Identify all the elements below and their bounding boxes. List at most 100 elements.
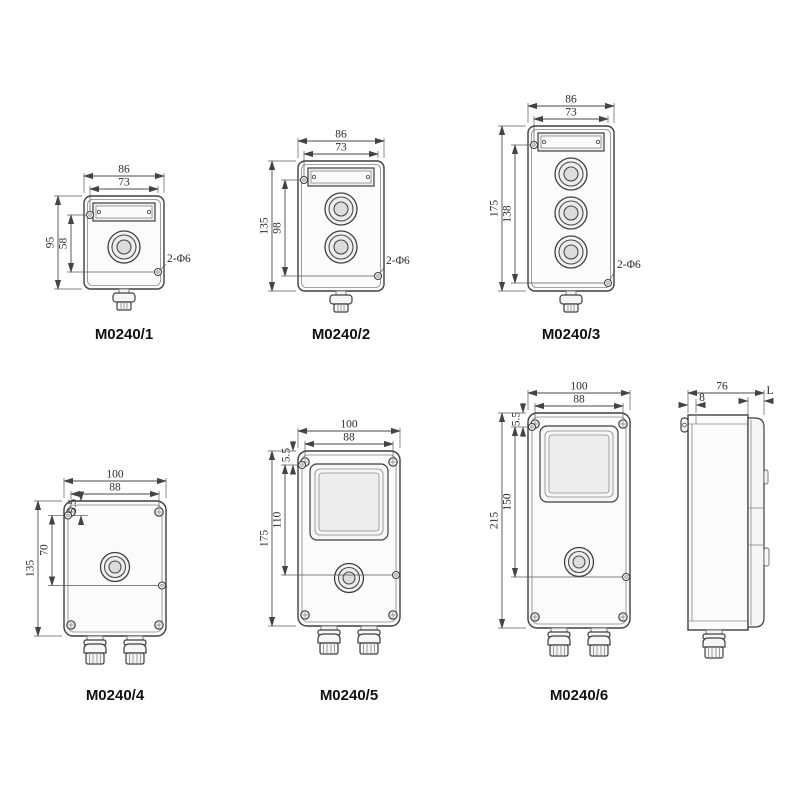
mounting-keyhole-top-left bbox=[529, 140, 539, 150]
model-label: M0240/3 bbox=[542, 326, 600, 343]
cable-gland bbox=[357, 625, 381, 655]
mounting-keyhole-top-left bbox=[297, 460, 307, 470]
dim-step: 8 bbox=[699, 392, 705, 404]
cable-gland bbox=[123, 635, 147, 665]
view-m0240-2: 86 73 135 98 2-Φ6 M0240/2 bbox=[259, 129, 410, 344]
dim-overall-width: 100 bbox=[106, 469, 124, 481]
corner-screw bbox=[388, 610, 398, 620]
side-mounting-hole bbox=[682, 422, 687, 428]
inspection-window bbox=[309, 463, 389, 541]
dimensions: 86 73 135 98 2-Φ6 bbox=[259, 129, 410, 292]
dim-hole-span-width: 73 bbox=[118, 177, 130, 189]
side-body bbox=[687, 414, 749, 631]
view-m0240-3: 86 73 175 138 2-Φ6 M0240/3 bbox=[489, 94, 641, 344]
dim-ear-offset: 5.5 bbox=[281, 448, 293, 463]
dim-overall-width: 100 bbox=[570, 381, 588, 393]
dim-hole-span-width: 73 bbox=[565, 107, 577, 119]
dim-overall-height: 95 bbox=[45, 237, 57, 249]
dim-hole-span-height: 150 bbox=[502, 493, 514, 511]
push-button bbox=[324, 230, 358, 264]
push-button bbox=[99, 551, 131, 583]
dim-overall-width: 86 bbox=[335, 129, 347, 141]
cable-gland bbox=[83, 635, 107, 665]
mounting-keyhole-right bbox=[621, 572, 631, 582]
enclosure-inner-edge bbox=[67, 504, 163, 633]
dim-hole-span-height: 70 bbox=[39, 544, 51, 556]
dimensions: 86 73 95 58 2-Φ6 bbox=[45, 164, 191, 290]
mounting-keyhole-top-left bbox=[299, 175, 309, 185]
view-m0240-1: 86 73 95 58 2-Φ6 M0240/1 bbox=[45, 164, 191, 344]
inspection-window bbox=[539, 425, 619, 503]
push-button bbox=[333, 562, 365, 594]
view-side: 76 8 L bbox=[678, 381, 774, 659]
push-button bbox=[324, 192, 358, 226]
dim-overall-height: 215 bbox=[489, 512, 501, 530]
dim-hole-span-height: 98 bbox=[272, 222, 284, 234]
cable-gland bbox=[559, 290, 583, 313]
nameplate-screw bbox=[541, 139, 547, 145]
dim-overall-height: 135 bbox=[259, 217, 271, 235]
dim-mounting-holes: 2-Φ6 bbox=[167, 253, 191, 265]
model-label: M0240/2 bbox=[312, 326, 370, 343]
push-button bbox=[554, 235, 588, 269]
cable-gland bbox=[317, 625, 341, 655]
dimensions: 100 88 5.5 215 150 bbox=[489, 381, 631, 629]
dim-overall-height: 175 bbox=[489, 200, 501, 218]
corner-screw bbox=[66, 620, 76, 630]
model-label: M0240/4 bbox=[86, 687, 145, 704]
dim-mounting-holes: 2-Φ6 bbox=[386, 255, 410, 267]
mounting-keyhole-bottom-right bbox=[603, 278, 613, 288]
corner-screw bbox=[618, 419, 628, 429]
mounting-keyhole-top-left bbox=[527, 422, 537, 432]
nameplate-screw bbox=[96, 209, 102, 215]
dimensions: 76 8 L bbox=[678, 381, 774, 416]
view-m0240-4: 100 88 5.5 135 70 M0240/4 bbox=[25, 469, 167, 704]
push-button bbox=[554, 157, 588, 191]
dim-overall-width: 86 bbox=[565, 94, 577, 106]
dim-overall-depth: 76 bbox=[716, 381, 728, 393]
dim-hole-span-width: 88 bbox=[343, 432, 355, 444]
push-button bbox=[563, 546, 595, 578]
corner-screw bbox=[530, 612, 540, 622]
enclosure-inner-edge bbox=[301, 454, 397, 623]
cable-gland bbox=[329, 290, 353, 313]
push-button bbox=[107, 230, 141, 264]
dim-hole-span-height: 110 bbox=[272, 511, 284, 528]
corner-screw bbox=[154, 507, 164, 517]
dim-overall-height: 135 bbox=[25, 560, 37, 578]
enclosure-inner-edge bbox=[87, 199, 161, 286]
dim-overall-height: 175 bbox=[259, 530, 271, 548]
model-label: M0240/6 bbox=[550, 687, 608, 704]
side-clip bbox=[763, 547, 770, 567]
side-lid bbox=[747, 417, 765, 628]
dim-overall-width: 86 bbox=[118, 164, 130, 176]
enclosure-inner-edge bbox=[531, 129, 611, 288]
nameplate bbox=[307, 167, 375, 187]
dimensions: 86 73 175 138 2-Φ6 bbox=[489, 94, 641, 292]
dim-hole-span-width: 88 bbox=[573, 394, 585, 406]
view-m0240-6: 100 88 5.5 215 150 M0240/6 bbox=[489, 381, 631, 704]
nameplate bbox=[537, 132, 605, 152]
dim-hole-span-height: 58 bbox=[58, 238, 70, 250]
mounting-keyhole-right bbox=[391, 570, 401, 580]
dim-overall-width: 100 bbox=[340, 419, 358, 431]
corner-screw bbox=[388, 457, 398, 467]
dim-ear-offset: 5.5 bbox=[511, 412, 523, 427]
nameplate-screw bbox=[595, 139, 601, 145]
dim-hole-span-height: 138 bbox=[502, 205, 514, 223]
push-button bbox=[554, 196, 588, 230]
mounting-keyhole-right bbox=[157, 581, 167, 590]
cable-gland bbox=[702, 629, 726, 659]
mounting-keyhole-bottom-right bbox=[373, 271, 383, 281]
nameplate bbox=[92, 202, 156, 222]
view-m0240-5: 100 88 5.5 175 110 M0240/5 bbox=[259, 419, 401, 704]
dimensions: 100 88 5.5 135 70 bbox=[25, 469, 167, 637]
dim-ear-offset: 5.5 bbox=[67, 499, 79, 514]
model-label: M0240/1 bbox=[95, 326, 153, 343]
mounting-keyhole-top-left bbox=[85, 210, 95, 220]
nameplate-screw bbox=[146, 209, 152, 215]
cable-gland bbox=[587, 627, 611, 657]
corner-screw bbox=[300, 610, 310, 620]
